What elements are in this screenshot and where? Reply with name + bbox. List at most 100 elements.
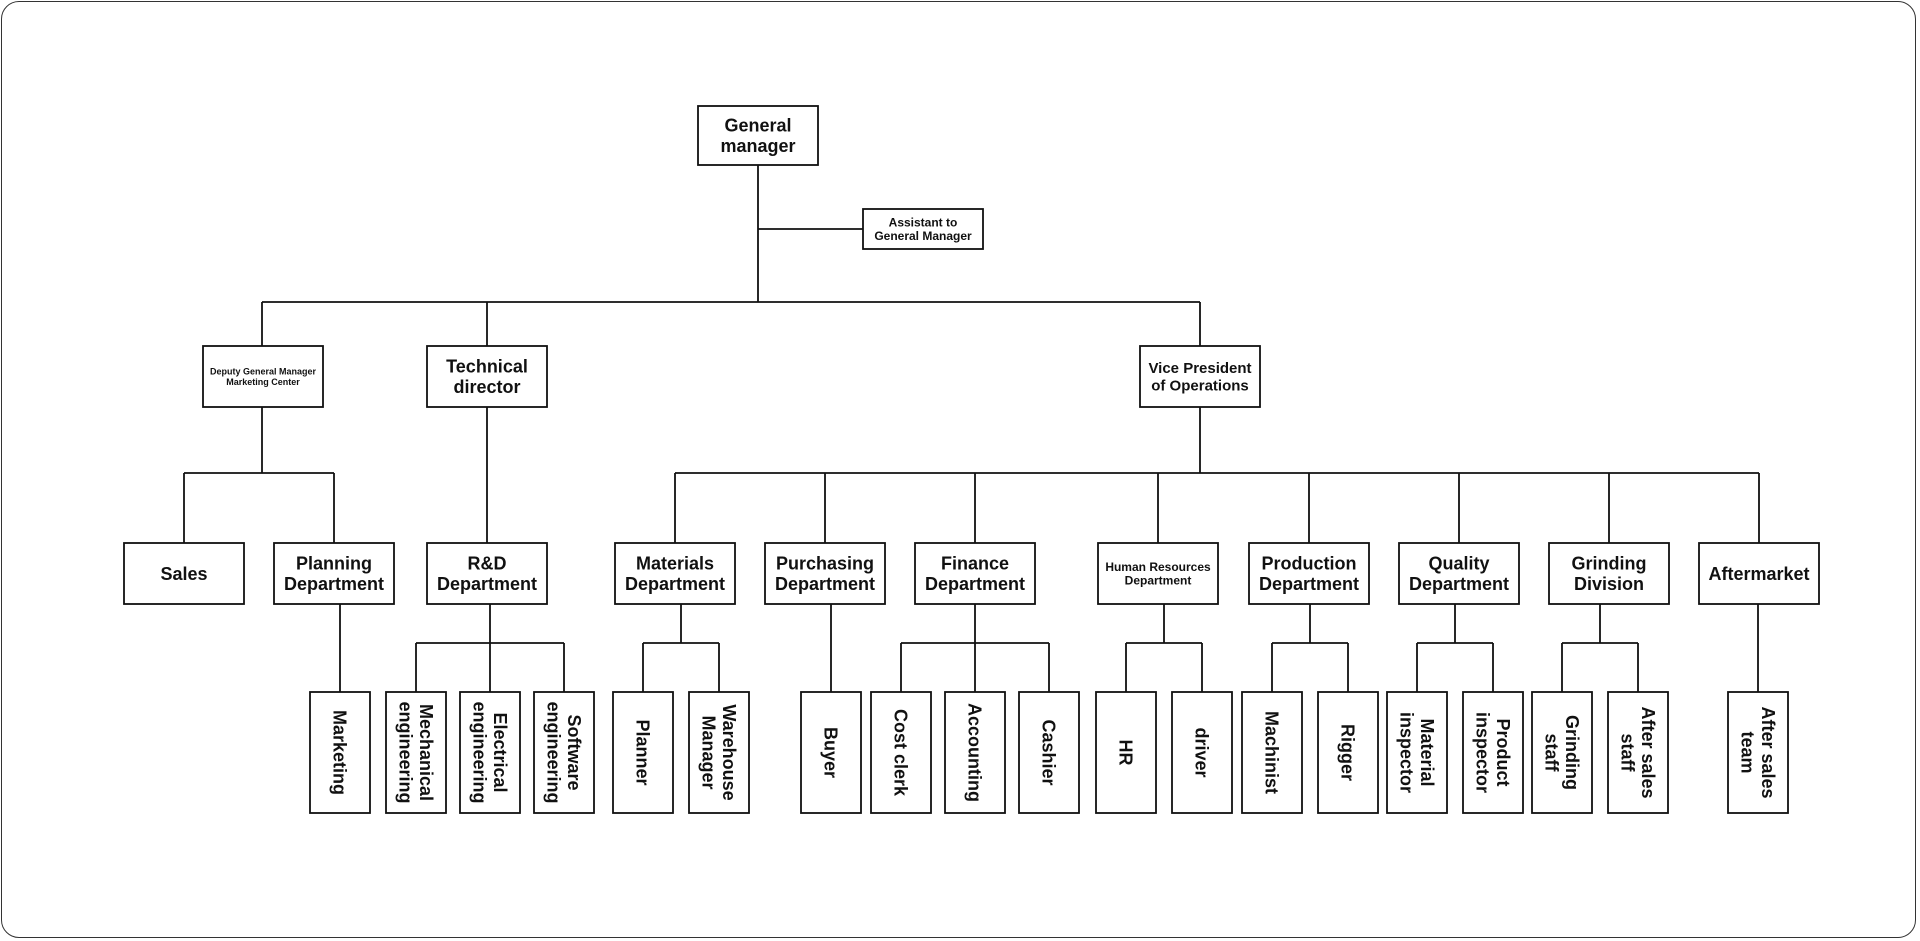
node-label: After salesstaff <box>1617 706 1658 798</box>
node-box <box>870 691 932 814</box>
node-box <box>123 542 245 605</box>
node-box <box>914 542 1036 605</box>
node-marketing: Marketing <box>309 691 371 814</box>
node-grind-staff: Grindingstaff <box>1531 691 1593 814</box>
node-box <box>862 208 984 250</box>
node-box <box>1317 691 1379 814</box>
node-box <box>1097 542 1219 605</box>
node-box <box>1248 542 1370 605</box>
node-box <box>1018 691 1080 814</box>
node-machinist: Machinist <box>1241 691 1303 814</box>
node-cost: Cost clerk <box>870 691 932 814</box>
node-driver: driver <box>1171 691 1233 814</box>
node-mat-insp: Materialinspector <box>1386 691 1448 814</box>
node-label: Mechanicalengineering <box>395 701 436 803</box>
node-label: Cashier <box>1039 719 1059 785</box>
node-box <box>1531 691 1593 814</box>
node-box <box>1727 691 1789 814</box>
node-label: HR <box>1116 740 1136 766</box>
node-box <box>1171 691 1233 814</box>
node-label: Sales <box>160 564 207 584</box>
node-box <box>309 691 371 814</box>
node-sales: Sales <box>123 542 245 605</box>
node-after-staff: After salesstaff <box>1607 691 1669 814</box>
node-label: Materialinspector <box>1396 712 1437 793</box>
node-box <box>533 691 595 814</box>
node-box <box>202 345 324 408</box>
node-label: Accounting <box>965 703 985 802</box>
node-box <box>426 345 548 408</box>
node-label: Cost clerk <box>891 709 911 797</box>
node-label: Marketing <box>330 710 350 795</box>
node-box <box>385 691 447 814</box>
node-prod-insp: Productinspector <box>1462 691 1524 814</box>
node-label: Machinist <box>1262 711 1282 794</box>
node-label: Grindingstaff <box>1541 715 1582 790</box>
node-box <box>426 542 548 605</box>
node-label: Rigger <box>1338 724 1358 781</box>
node-box <box>764 542 886 605</box>
node-label: Electricalengineering <box>469 701 510 803</box>
node-box <box>459 691 521 814</box>
node-label: After salesteam <box>1737 706 1778 798</box>
connector-lines <box>183 165 1760 692</box>
node-box <box>612 691 674 814</box>
node-accounting: Accounting <box>944 691 1006 814</box>
node-after-team: After salesteam <box>1727 691 1789 814</box>
node-hr: HR <box>1095 691 1157 814</box>
node-box <box>614 542 736 605</box>
node-label: Planner <box>633 719 653 785</box>
node-label: Softwareengineering <box>543 701 584 803</box>
node-label: Buyer <box>821 727 841 778</box>
node-box <box>1386 691 1448 814</box>
node-box <box>1607 691 1669 814</box>
node-box <box>697 105 819 166</box>
node-cashier: Cashier <box>1018 691 1080 814</box>
node-box <box>1398 542 1520 605</box>
node-elec: Electricalengineering <box>459 691 521 814</box>
node-warehouse: WarehouseManager <box>688 691 750 814</box>
node-box <box>1698 542 1820 605</box>
node-aftermarket: Aftermarket <box>1698 542 1820 605</box>
node-box <box>1462 691 1524 814</box>
node-box <box>1548 542 1670 605</box>
node-box <box>1139 345 1261 408</box>
node-buyer: Buyer <box>800 691 862 814</box>
node-box <box>800 691 862 814</box>
node-label: WarehouseManager <box>698 704 739 800</box>
node-box <box>1095 691 1157 814</box>
node-label: Productinspector <box>1472 712 1513 793</box>
node-box <box>273 542 395 605</box>
node-planner: Planner <box>612 691 674 814</box>
node-label: driver <box>1192 727 1212 777</box>
